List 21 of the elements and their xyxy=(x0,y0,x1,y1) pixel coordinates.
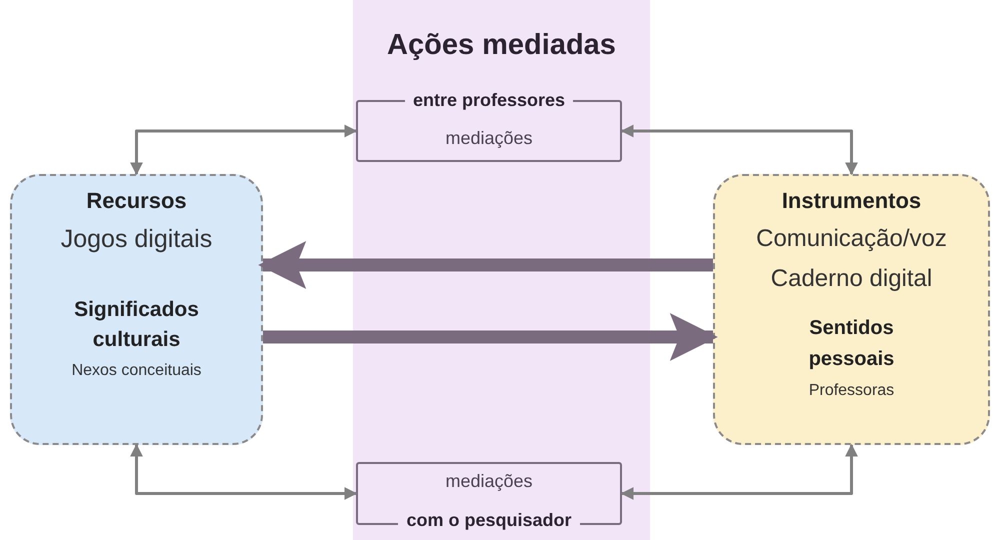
box-heading: Recursos xyxy=(86,187,187,215)
box-text: mediações xyxy=(445,127,533,150)
connector-arrow xyxy=(620,444,858,500)
box-text: Jogos digitais xyxy=(60,224,212,255)
band-title: Ações mediadas xyxy=(387,28,616,63)
rounded-box xyxy=(10,174,263,445)
connector-arrow xyxy=(620,124,858,176)
box-text: Comunicação/voz xyxy=(756,224,947,254)
box-text: Nexos conceituais xyxy=(72,360,202,380)
rounded-box xyxy=(713,174,990,445)
box-text: Caderno digital xyxy=(770,264,932,294)
thick-arrow xyxy=(258,241,713,289)
mediation-band xyxy=(353,0,650,540)
box-heading: Instrumentos xyxy=(782,187,922,215)
box-text: mediações xyxy=(445,470,533,493)
box-subheading: Sentidos pessoais xyxy=(808,316,896,372)
box-subheading: Significados culturais xyxy=(73,296,200,352)
thick-arrow xyxy=(263,313,718,361)
box-text: Professoras xyxy=(808,381,894,401)
connector-arrow xyxy=(130,444,358,500)
connector-arrow xyxy=(130,124,358,176)
